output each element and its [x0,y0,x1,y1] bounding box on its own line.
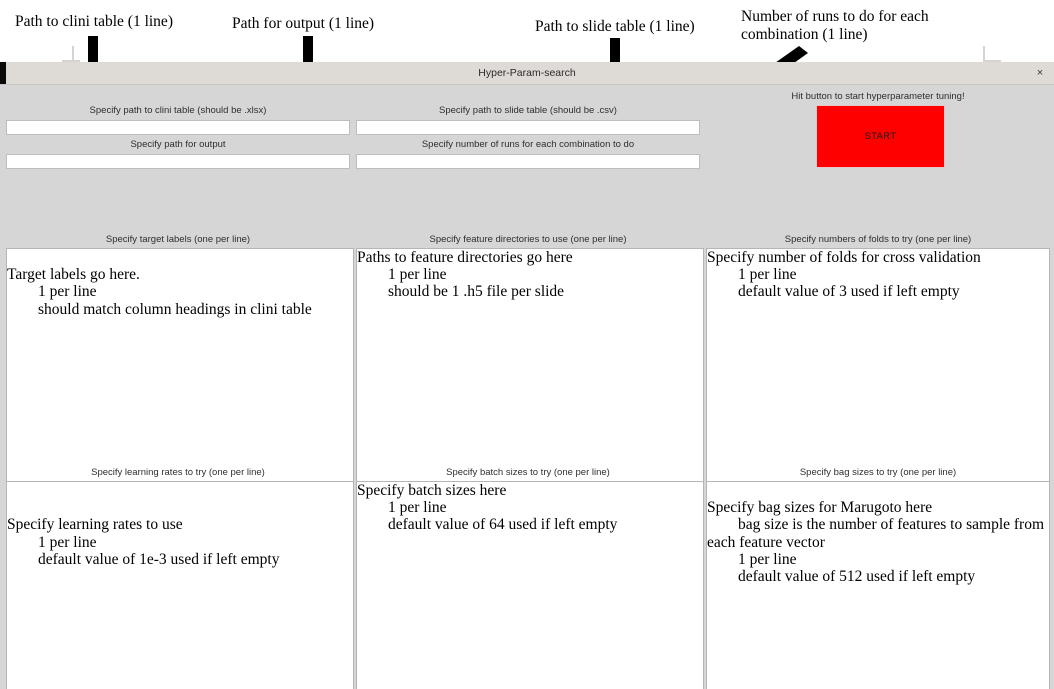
folds-text[interactable]: Specify number of folds for cross valida… [707,249,981,301]
feature-directories-textarea[interactable]: Paths to feature directories go here 1 p… [356,248,704,482]
bag-sizes-textarea[interactable]: Specify bag sizes for Marugoto here bag … [706,481,1050,689]
num-runs-input[interactable] [356,154,700,171]
window-titlebar: Hyper-Param-search × [0,62,1054,85]
window-menu-marker [0,62,6,84]
slide-table-input[interactable] [356,120,700,137]
crop-mark-right [977,46,1001,64]
crop-mark-left [62,46,80,64]
window-client-area: Specify path to clini table (should be .… [0,85,1054,689]
annot-label-num-runs: Number of runs to do for each combinatio… [741,8,929,44]
caption-learning-rates: Specify learning rates to try (one per l… [91,467,265,478]
clini-table-input[interactable] [6,120,350,137]
learning-rates-textarea[interactable]: Specify learning rates to use 1 per line… [6,481,354,689]
caption-slide-table: Specify path to slide table (should be .… [439,105,617,116]
batch-sizes-text[interactable]: Specify batch sizes here 1 per line defa… [357,482,618,534]
output-path-input-field[interactable] [7,157,349,171]
num-runs-input-field[interactable] [357,157,699,171]
annot-label-slide-table: Path to slide table (1 line) [535,18,695,35]
caption-bag-sizes: Specify bag sizes to try (one per line) [799,467,957,478]
annot-label-clini-table: Path to clini table (1 line) [15,13,173,30]
caption-feature-directories: Specify feature directories to use (one … [429,234,627,245]
app-window: Hyper-Param-search × Specify path to cli… [0,62,1054,689]
output-path-input[interactable] [6,154,350,171]
folds-textarea[interactable]: Specify number of folds for cross valida… [706,248,1050,482]
slide-table-input-field[interactable] [357,123,699,137]
window-title: Hyper-Param-search [478,67,576,79]
start-button[interactable]: START [816,105,945,168]
learning-rates-text[interactable]: Specify learning rates to use 1 per line… [7,516,280,568]
annot-label-output-path: Path for output (1 line) [232,15,375,32]
caption-start-button: Hit button to start hyperparameter tunin… [791,91,965,102]
bag-sizes-text[interactable]: Specify bag sizes for Marugoto here bag … [707,499,1045,586]
caption-folds: Specify numbers of folds to try (one per… [784,234,972,245]
caption-target-labels: Specify target labels (one per line) [105,234,251,245]
batch-sizes-textarea[interactable]: Specify batch sizes here 1 per line defa… [356,481,704,689]
clini-table-input-field[interactable] [7,123,349,137]
caption-output-path: Specify path for output [130,139,226,150]
close-icon[interactable]: × [1036,67,1044,79]
feature-directories-text[interactable]: Paths to feature directories go here 1 p… [357,249,573,301]
caption-num-runs: Specify number of runs for each combinat… [421,139,635,150]
caption-clini-table: Specify path to clini table (should be .… [89,105,267,116]
target-labels-textarea[interactable]: Target labels go here. 1 per line should… [6,248,354,482]
target-labels-text[interactable]: Target labels go here. 1 per line should… [7,266,312,318]
caption-batch-sizes: Specify batch sizes to try (one per line… [446,467,610,478]
